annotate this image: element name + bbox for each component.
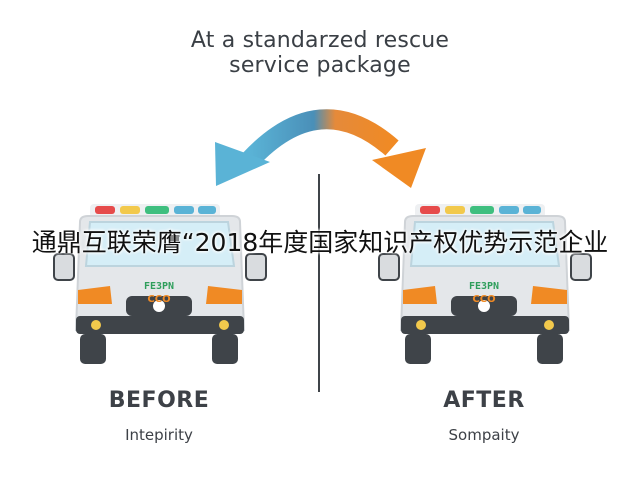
curved-swap-arrow-icon [215, 109, 426, 188]
before-vehicle-code: CCO [147, 294, 170, 305]
after-caption: Sompaity [448, 426, 520, 444]
overlay-caption: 通鼎互联荣膺“2018年度国家知识产权优势示范企业 [31, 228, 609, 257]
before-caption: Intepirity [125, 426, 193, 444]
ambulance-front-icon [53, 204, 267, 364]
page-title-line-1: At a standarzed rescue [190, 28, 450, 53]
ambulance-front-icon [378, 204, 592, 364]
before-vehicle-sign: FE3PN [144, 281, 174, 292]
page-title: At a standarzed rescue service package [0, 28, 640, 78]
page-title-line-2: service package [229, 53, 411, 78]
after-vehicle-code: CCO [472, 294, 495, 305]
after-heading: AFTER [443, 388, 525, 413]
center-divider [318, 174, 320, 392]
arrow-head-left-icon [215, 142, 270, 186]
before-heading: BEFORE [108, 388, 210, 413]
after-vehicle-sign: FE3PN [469, 281, 499, 292]
arrow-head-right-icon [372, 148, 426, 188]
